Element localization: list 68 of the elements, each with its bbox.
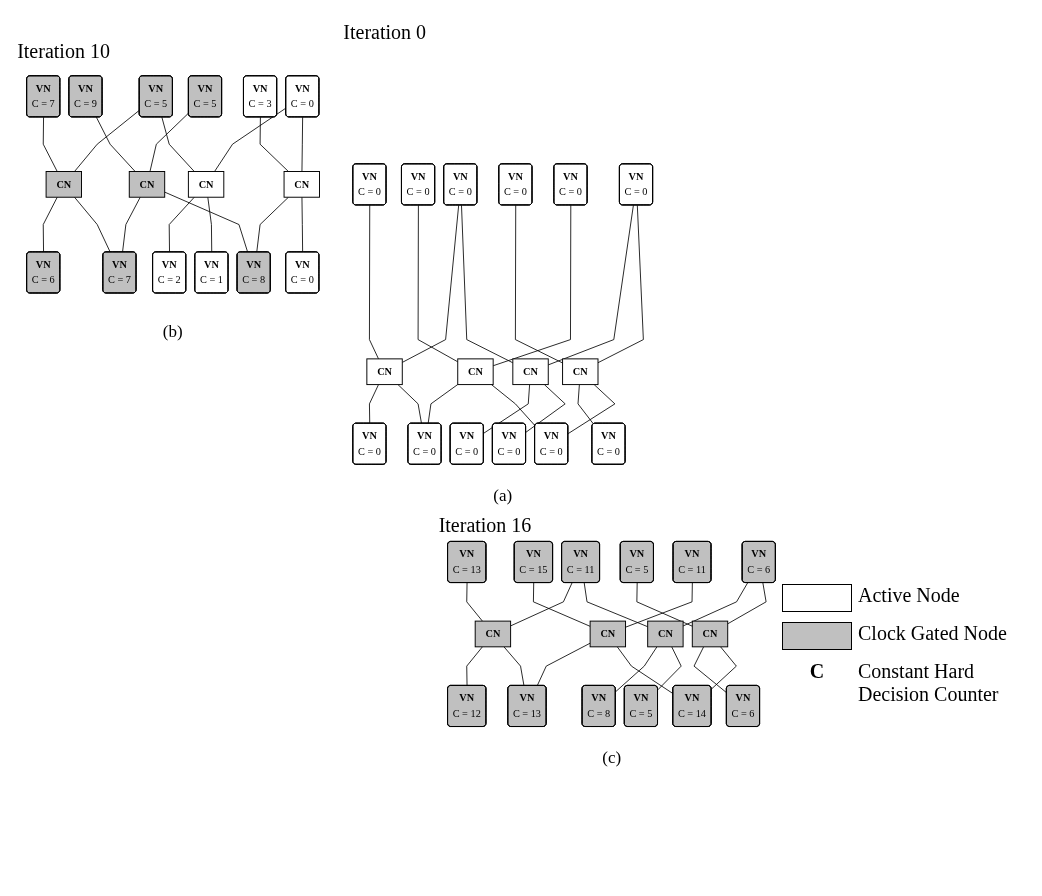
- panel-title: Iteration 16: [438, 514, 532, 538]
- connector: [95, 116, 136, 172]
- connector: [525, 384, 566, 433]
- connector: [164, 191, 249, 253]
- legend-text: Clock Gated Node: [858, 621, 1007, 645]
- connector: [503, 646, 525, 687]
- node-box: CN: [187, 171, 225, 198]
- connector: [42, 196, 58, 253]
- panel-caption: (c): [602, 747, 622, 768]
- connector: [369, 204, 379, 360]
- panel-caption: (a): [493, 485, 513, 506]
- legend-text: Constant Hard Decision Counter: [858, 659, 1000, 706]
- connector: [168, 196, 195, 253]
- node-box: CN: [562, 358, 599, 386]
- connector: [583, 582, 649, 628]
- node-box: CN: [512, 358, 549, 386]
- connector: [401, 204, 460, 363]
- connector: [597, 204, 644, 364]
- connector: [214, 107, 287, 172]
- connector: [301, 196, 304, 253]
- connector: [207, 196, 213, 253]
- node-box: CN: [128, 171, 166, 198]
- connector: [259, 116, 289, 172]
- connector: [301, 116, 304, 172]
- connector: [149, 112, 190, 172]
- node-box: CN: [691, 620, 729, 648]
- node-box: CN: [366, 358, 403, 386]
- node-box: CN: [45, 171, 82, 198]
- connector: [491, 384, 536, 427]
- connector: [682, 582, 749, 627]
- node-box: CN: [647, 620, 684, 648]
- connector: [466, 646, 483, 687]
- connector: [256, 196, 289, 253]
- node-box: CN: [457, 358, 494, 386]
- connector: [74, 196, 111, 253]
- connector: [616, 646, 674, 695]
- connector: [122, 196, 141, 253]
- connector: [74, 109, 140, 172]
- connector: [461, 204, 514, 364]
- connector: [727, 582, 767, 625]
- connector: [615, 646, 658, 693]
- connector: [510, 582, 573, 627]
- connector: [577, 384, 594, 425]
- connector: [625, 582, 693, 628]
- connector: [369, 384, 379, 424]
- panel-caption: (b): [162, 322, 183, 343]
- panel-title: Iteration 0: [343, 21, 427, 45]
- legend-symbol: C: [808, 659, 826, 683]
- panel-title: Iteration 10: [17, 40, 110, 64]
- connector: [492, 204, 572, 367]
- connector: [397, 384, 422, 424]
- connector: [636, 582, 693, 627]
- connector: [427, 384, 459, 424]
- connector: [161, 116, 195, 172]
- node-box: CN: [283, 171, 320, 198]
- connector: [515, 204, 563, 364]
- connector: [42, 116, 58, 172]
- connector: [536, 642, 591, 687]
- legend-text: Active Node: [858, 583, 960, 607]
- node-box: CN: [474, 620, 512, 648]
- connector: [532, 582, 591, 627]
- connector: [483, 384, 531, 434]
- connector: [417, 204, 459, 363]
- connector: [466, 582, 483, 622]
- node-box: CN: [589, 620, 626, 648]
- connector: [567, 384, 616, 435]
- connector: [693, 646, 728, 694]
- connector: [547, 204, 634, 366]
